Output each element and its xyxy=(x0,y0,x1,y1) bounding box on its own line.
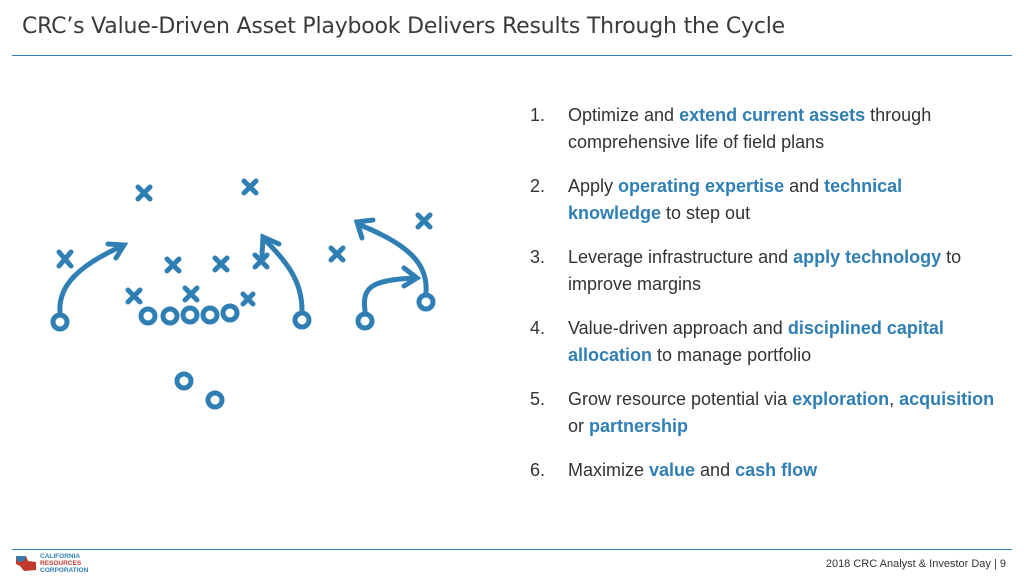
highlight-text: acquisition xyxy=(899,389,995,409)
list-number: 2. xyxy=(530,176,546,196)
list-number: 6. xyxy=(530,460,546,480)
text-segment: Optimize and xyxy=(568,105,680,125)
highlight-text: value xyxy=(649,460,696,480)
highlight-text: disciplined capital allocation xyxy=(568,318,944,365)
company-logo-text: CALIFORNIA RESOURCES CORPORATION xyxy=(40,553,88,574)
defender-mark xyxy=(212,255,230,273)
defender-mark xyxy=(240,291,256,307)
route-arrowhead xyxy=(401,265,422,289)
offense-mark xyxy=(200,305,220,325)
text-segment: Grow resource potential via xyxy=(568,389,793,409)
highlight-text: operating expertise xyxy=(618,176,785,196)
defender-mark xyxy=(252,252,270,270)
offense-mark xyxy=(50,312,70,332)
text-segment: to improve margins xyxy=(568,247,962,294)
list-item: 1. Optimize and extend current assets th… xyxy=(530,102,1000,156)
text-segment: Apply xyxy=(568,176,619,196)
logo-line: CORPORATION xyxy=(40,567,89,574)
list-text: Grow resource potential via exploration,… xyxy=(568,386,1000,440)
highlight-text: partnership xyxy=(589,416,689,436)
list-text: Value-driven approach and disciplined ca… xyxy=(568,315,1000,369)
highlight-text: exploration xyxy=(792,389,890,409)
offense-mark xyxy=(220,303,240,323)
offense-mark xyxy=(138,306,158,326)
list-text: Leverage infrastructure and apply techno… xyxy=(568,244,1000,298)
offense-mark xyxy=(205,390,225,410)
highlight-text: extend current assets xyxy=(679,105,866,125)
playbook-list: 1. Optimize and extend current assets th… xyxy=(530,102,1000,484)
text-segment: Maximize xyxy=(568,460,650,480)
route-line xyxy=(262,237,305,313)
route-line xyxy=(357,222,429,295)
logo-line: RESOURCES xyxy=(40,560,82,567)
football-play-diagram xyxy=(50,178,436,410)
list-number: 4. xyxy=(530,318,546,338)
text-segment: or xyxy=(568,416,590,436)
logo-line: CALIFORNIA xyxy=(40,553,81,560)
route-arrowhead xyxy=(105,241,129,261)
crc-logo-icon xyxy=(16,556,36,571)
defender-mark xyxy=(328,245,346,263)
defender-mark xyxy=(164,256,182,274)
title-divider xyxy=(12,55,1012,56)
defender-mark xyxy=(125,287,143,305)
footer-page-label: 2018 CRC Analyst & Investor Day | 9 xyxy=(825,558,1006,570)
list-item: 6. Maximize value and cash flow xyxy=(530,457,1000,484)
list-text: Maximize value and cash flow xyxy=(568,457,1000,484)
text-segment: Value-driven approach and xyxy=(568,318,788,338)
text-segment: and xyxy=(784,176,825,196)
route-arrowhead xyxy=(259,233,282,258)
route-line xyxy=(57,243,125,315)
text-segment: to step out xyxy=(661,203,751,223)
highlight-text: technical knowledge xyxy=(568,176,903,223)
offense-mark xyxy=(292,310,312,330)
defender-mark xyxy=(182,285,200,303)
offense-mark xyxy=(160,306,180,326)
offense-mark xyxy=(180,305,200,325)
list-item: 5. Grow resource potential via explorati… xyxy=(530,386,1000,440)
text-segment: through comprehensive life of field plan… xyxy=(568,105,932,152)
defender-mark xyxy=(241,178,259,196)
text-segment: to manage portfolio xyxy=(652,345,812,365)
highlight-text: cash flow xyxy=(735,460,818,480)
text-segment: and xyxy=(695,460,736,480)
list-text: Optimize and extend current assets throu… xyxy=(568,102,1000,156)
page-title: CRC’s Value-Driven Asset Playbook Delive… xyxy=(22,14,785,39)
route-arrowhead xyxy=(353,217,376,241)
list-text: Apply operating expertise and technical … xyxy=(568,173,1000,227)
footer-divider xyxy=(12,549,1012,550)
defender-mark xyxy=(135,184,153,202)
list-number: 5. xyxy=(530,389,546,409)
offense-mark xyxy=(355,311,375,331)
offense-mark xyxy=(416,292,436,312)
text-segment: Leverage infrastructure and xyxy=(568,247,794,267)
list-item: 2. Apply operating expertise and technic… xyxy=(530,173,1000,227)
list-item: 4. Value-driven approach and disciplined… xyxy=(530,315,1000,369)
list-number: 3. xyxy=(530,247,546,267)
list-number: 1. xyxy=(530,105,546,125)
defender-mark xyxy=(56,249,74,269)
offense-mark xyxy=(174,371,194,391)
route-line xyxy=(361,275,417,314)
defender-mark xyxy=(415,212,433,230)
highlight-text: apply technology xyxy=(793,247,942,267)
text-segment: , xyxy=(889,389,900,409)
list-item: 3. Leverage infrastructure and apply tec… xyxy=(530,244,1000,298)
